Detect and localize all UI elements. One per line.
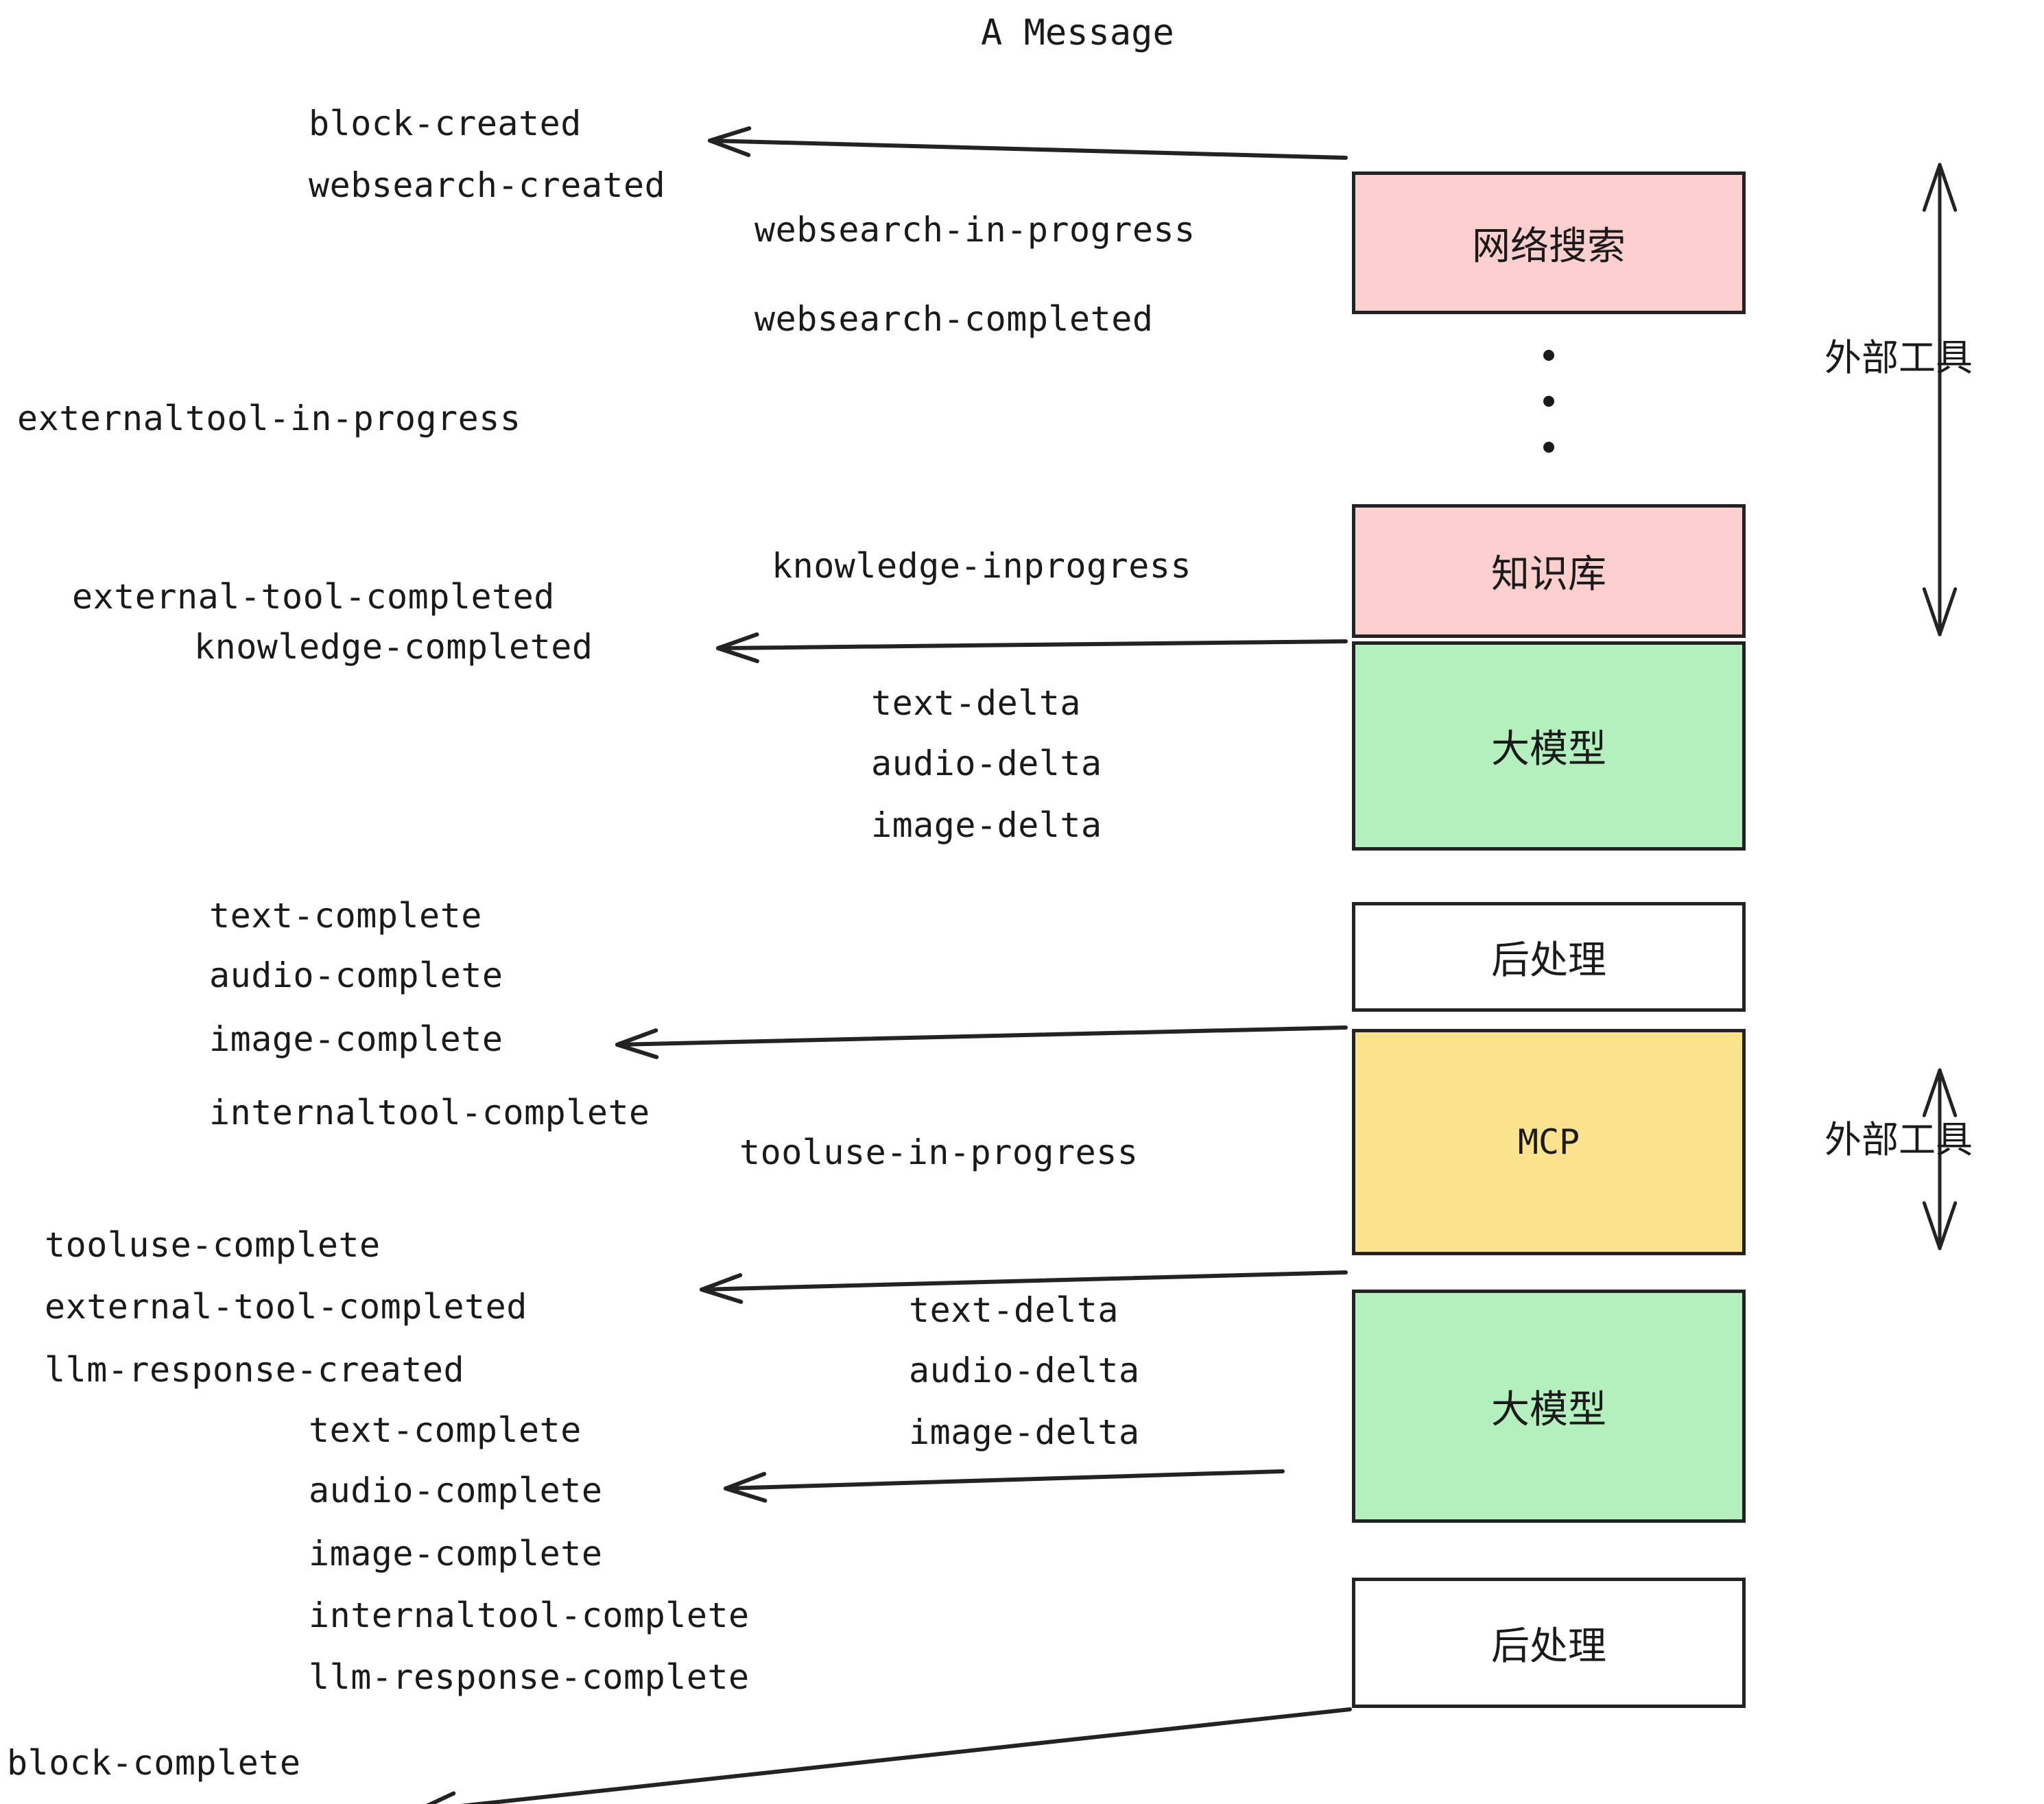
event-tooluse-in-progress: tooluse-in-progress — [739, 1132, 1139, 1172]
event-internaltool-complete-1: internaltool-complete — [209, 1093, 650, 1132]
event-audio-complete-1: audio-complete — [209, 956, 503, 995]
node-label: 网络搜索 — [1472, 224, 1626, 269]
event-image-complete-2: image-complete — [309, 1534, 603, 1574]
arrow-block-created — [708, 126, 1348, 160]
node-label: 后处理 — [1491, 938, 1606, 983]
node-mcp: MCP — [1352, 1029, 1746, 1255]
arrow-image-complete — [615, 1025, 1348, 1060]
node-label: 知识库 — [1491, 552, 1606, 597]
event-text-complete-2: text-complete — [309, 1410, 582, 1450]
ellipsis-dot — [1543, 442, 1554, 453]
node-label: 大模型 — [1491, 727, 1606, 772]
vertical-ellipsis — [1543, 350, 1554, 453]
event-knowledge-inprogress: knowledge-inprogress — [772, 546, 1192, 586]
node-llm-1: 大模型 — [1352, 641, 1746, 851]
event-external-tool-completed-1: external-tool-completed — [72, 577, 555, 617]
node-postprocess-2: 后处理 — [1352, 1578, 1746, 1708]
event-block-complete: block-complete — [7, 1743, 301, 1783]
node-knowledge: 知识库 — [1352, 504, 1746, 638]
event-text-delta-2: text-delta — [909, 1290, 1119, 1330]
event-websearch-completed: websearch-completed — [754, 299, 1154, 339]
node-websearch: 网络搜索 — [1352, 171, 1746, 314]
event-audio-complete-2: audio-complete — [309, 1471, 603, 1510]
event-block-created: block-created — [309, 104, 582, 143]
arrow-knowledge-completed — [716, 632, 1348, 663]
event-internaltool-complete-2: internaltool-complete — [309, 1595, 750, 1635]
event-tooluse-complete: tooluse-complete — [45, 1225, 381, 1265]
event-text-complete-1: text-complete — [209, 896, 482, 936]
external-tools-top-arrow — [1922, 163, 1958, 637]
event-llm-response-created: llm-response-created — [45, 1350, 465, 1390]
side-label-external-tools-top: 外部工具 — [1825, 336, 1973, 379]
ellipsis-dot — [1543, 396, 1554, 407]
event-websearch-in-progress: websearch-in-progress — [754, 210, 1196, 250]
event-text-delta-1: text-delta — [871, 683, 1082, 723]
side-label-external-tools-bottom: 外部工具 — [1825, 1118, 1973, 1161]
event-audio-delta-1: audio-delta — [871, 744, 1102, 783]
event-external-tool-completed-2: external-tool-completed — [45, 1287, 527, 1327]
node-label: 后处理 — [1491, 1624, 1606, 1669]
arrow-block-complete — [426, 1707, 1352, 1804]
node-label: 大模型 — [1491, 1387, 1606, 1432]
event-knowledge-completed: knowledge-completed — [194, 627, 593, 667]
event-websearch-created: websearch-created — [309, 165, 666, 205]
event-image-complete-1: image-complete — [209, 1019, 503, 1059]
arrow-audio-complete — [724, 1469, 1285, 1503]
node-label: MCP — [1517, 1122, 1580, 1162]
event-externaltool-in-progress: externaltool-in-progress — [17, 399, 521, 438]
page-title: A Message — [981, 12, 1174, 54]
ellipsis-dot — [1543, 350, 1554, 361]
event-llm-response-complete: llm-response-complete — [309, 1657, 750, 1697]
node-llm-2: 大模型 — [1352, 1290, 1746, 1523]
event-image-delta-2: image-delta — [909, 1412, 1140, 1452]
event-audio-delta-2: audio-delta — [909, 1351, 1140, 1390]
event-image-delta-1: image-delta — [871, 805, 1102, 845]
node-postprocess-1: 后处理 — [1352, 902, 1746, 1012]
